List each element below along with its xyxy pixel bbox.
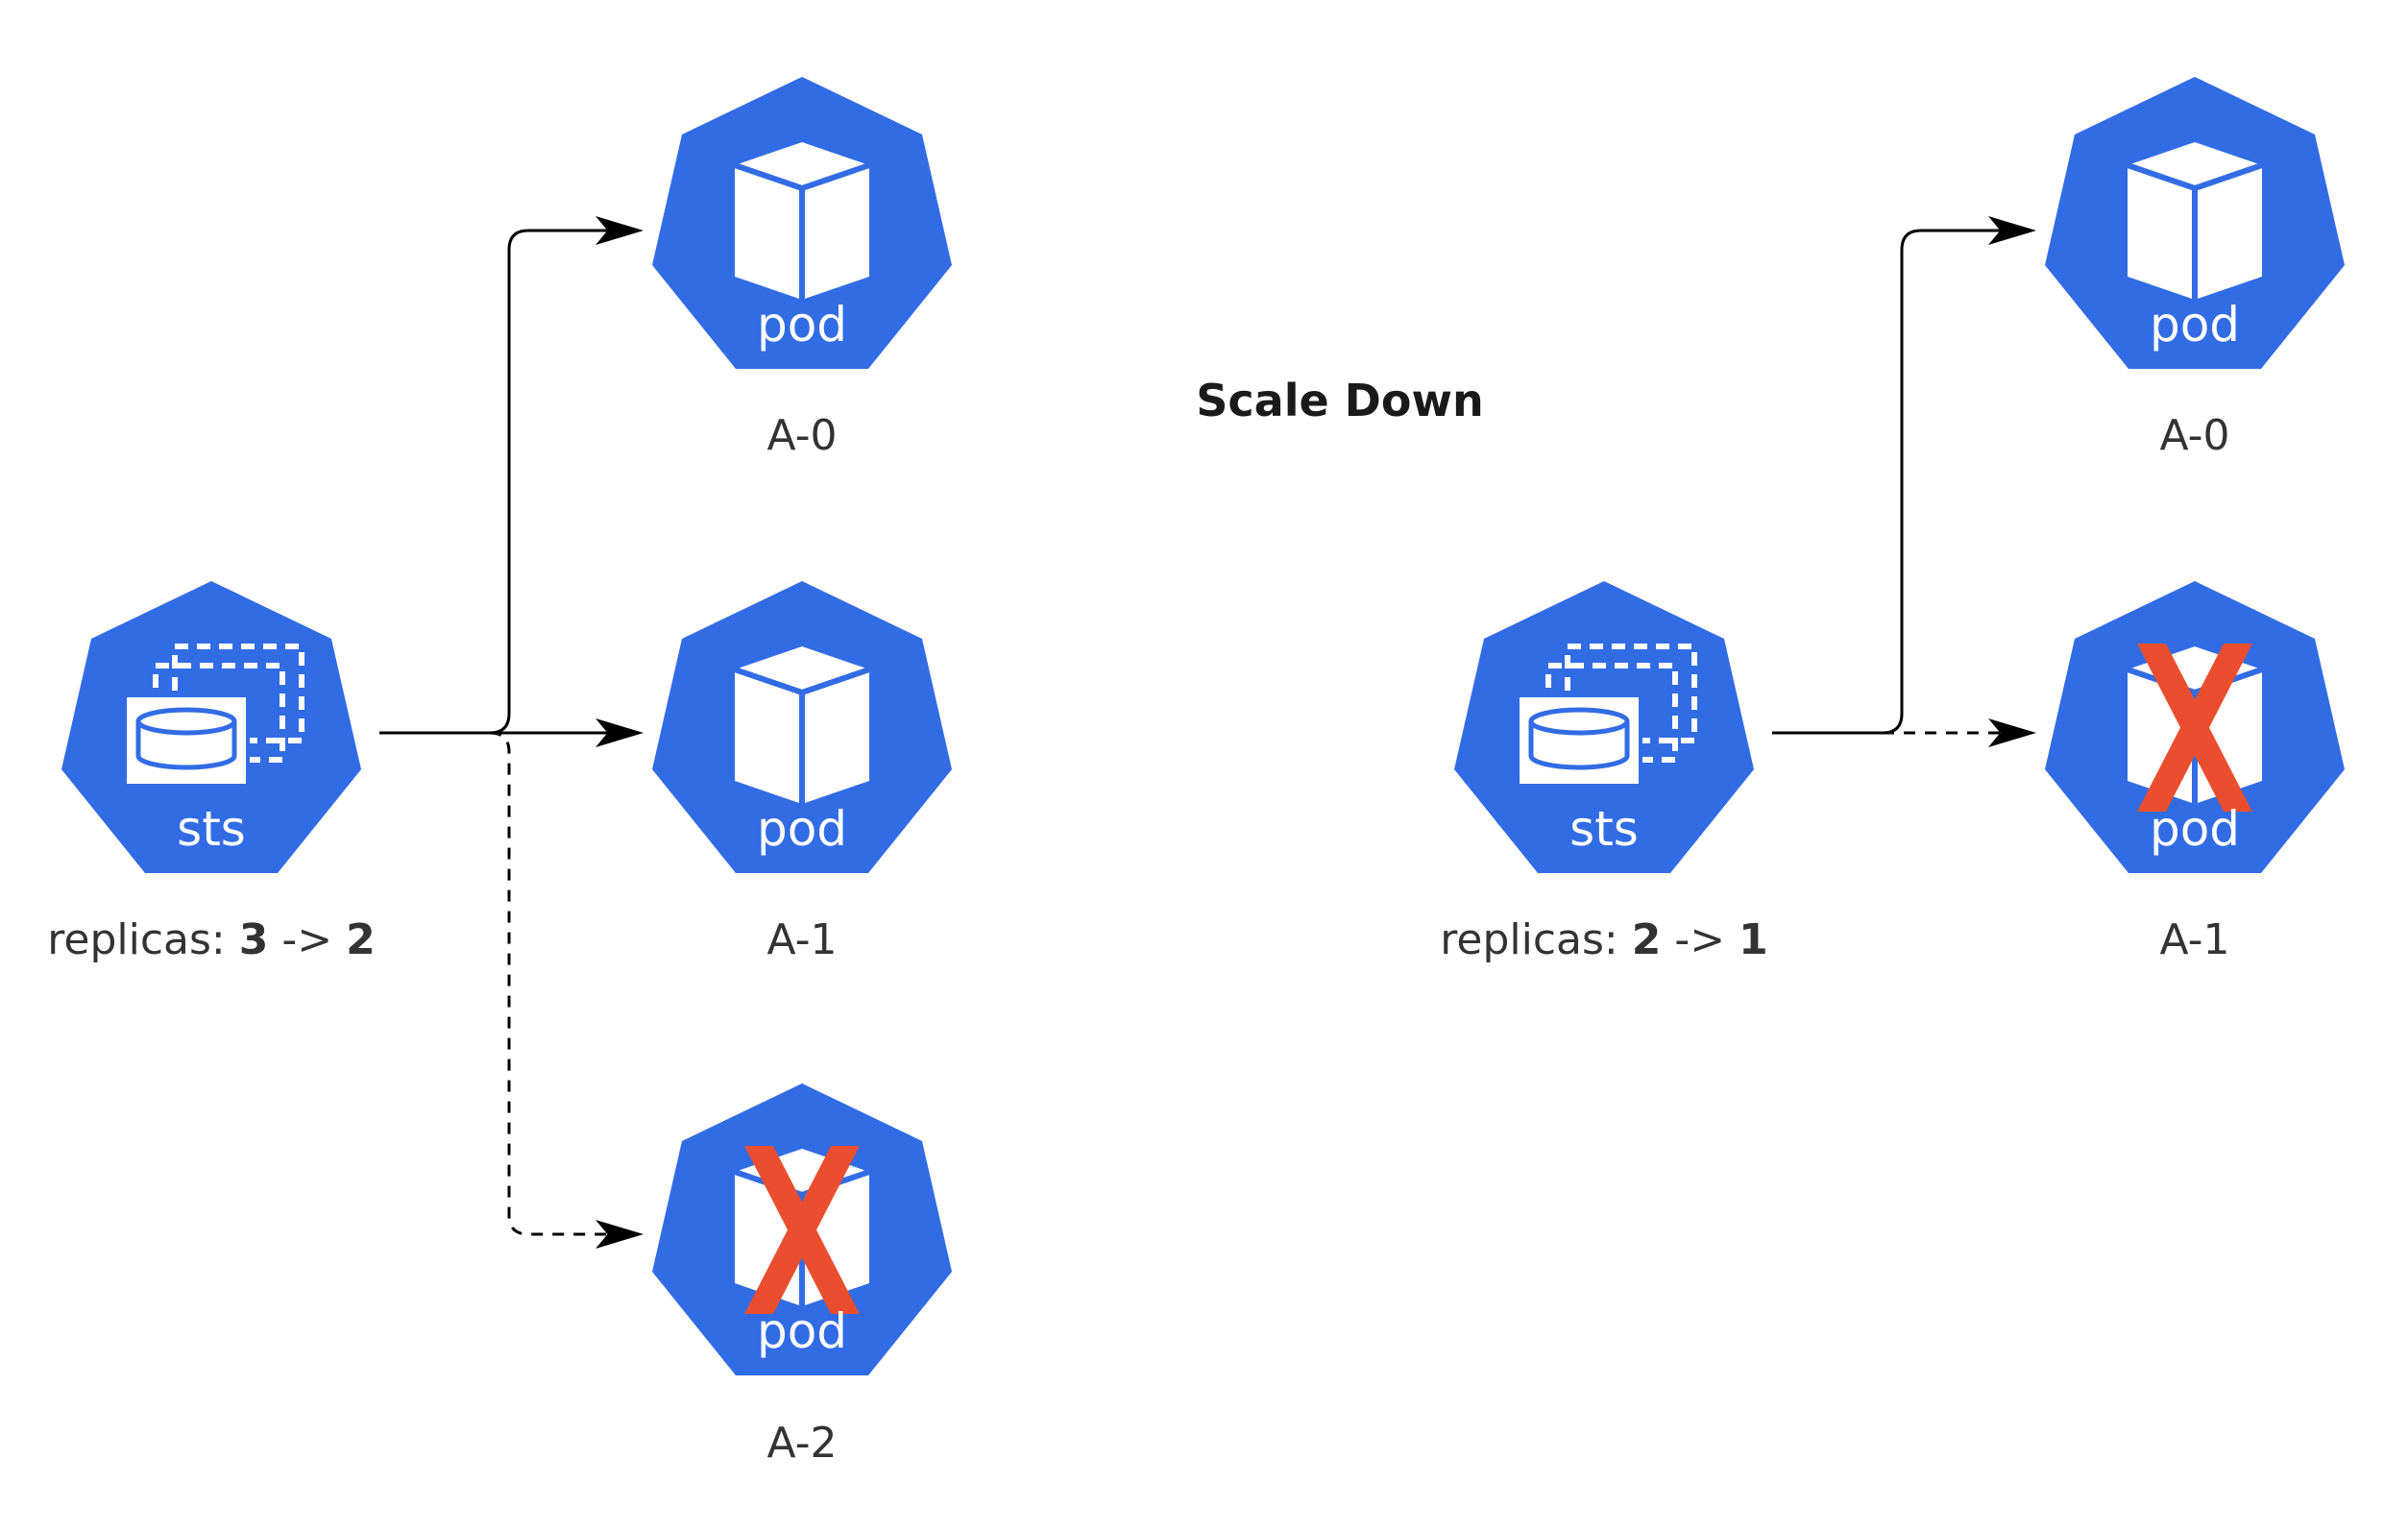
connector-sts-to-a0 (1772, 216, 2036, 735)
statefulset-icon[interactable]: sts (1454, 581, 1754, 873)
connector-sts-to-a2-dashed (489, 731, 644, 1249)
left-scale-group: sts replicas: 3 -> 2 pod A-0 pod A-1 (47, 77, 952, 1468)
pod-icon-label: pod (2150, 297, 2240, 353)
pod-icon-a1[interactable]: pod (652, 581, 952, 873)
pod-name-a0: A-0 (2159, 411, 2229, 460)
diagram-title: Scale Down (1196, 375, 1483, 426)
pod-icon-a1-deleted[interactable]: pod (2045, 581, 2345, 873)
delete-x-icon (2137, 644, 2252, 812)
pod-icon-a0[interactable]: pod (652, 77, 952, 369)
pod-name-a1: A-1 (766, 915, 837, 964)
pod-name-a0: A-0 (766, 411, 837, 460)
delete-x-icon (744, 1146, 860, 1314)
connector-sts-to-a0 (379, 216, 644, 735)
pod-icon-a0[interactable]: pod (2045, 77, 2345, 369)
pod-icon-label: pod (757, 297, 847, 353)
sts-icon-label: sts (1569, 801, 1639, 857)
right-scale-group: sts replicas: 2 -> 1 pod A-0 pod A-1 (1440, 77, 2345, 964)
replicas-caption: replicas: 3 -> 2 (47, 915, 375, 964)
pod-name-a1: A-1 (2159, 915, 2229, 964)
replicas-caption: replicas: 2 -> 1 (1440, 915, 1767, 964)
statefulset-icon[interactable]: sts (61, 581, 361, 873)
pod-icon-a2-deleted[interactable]: pod (652, 1083, 952, 1375)
sts-icon-label: sts (177, 801, 246, 857)
pod-icon-label: pod (757, 1303, 847, 1359)
pod-name-a2: A-2 (766, 1419, 837, 1468)
pod-icon-label: pod (2150, 801, 2240, 857)
pod-icon-label: pod (757, 801, 847, 857)
